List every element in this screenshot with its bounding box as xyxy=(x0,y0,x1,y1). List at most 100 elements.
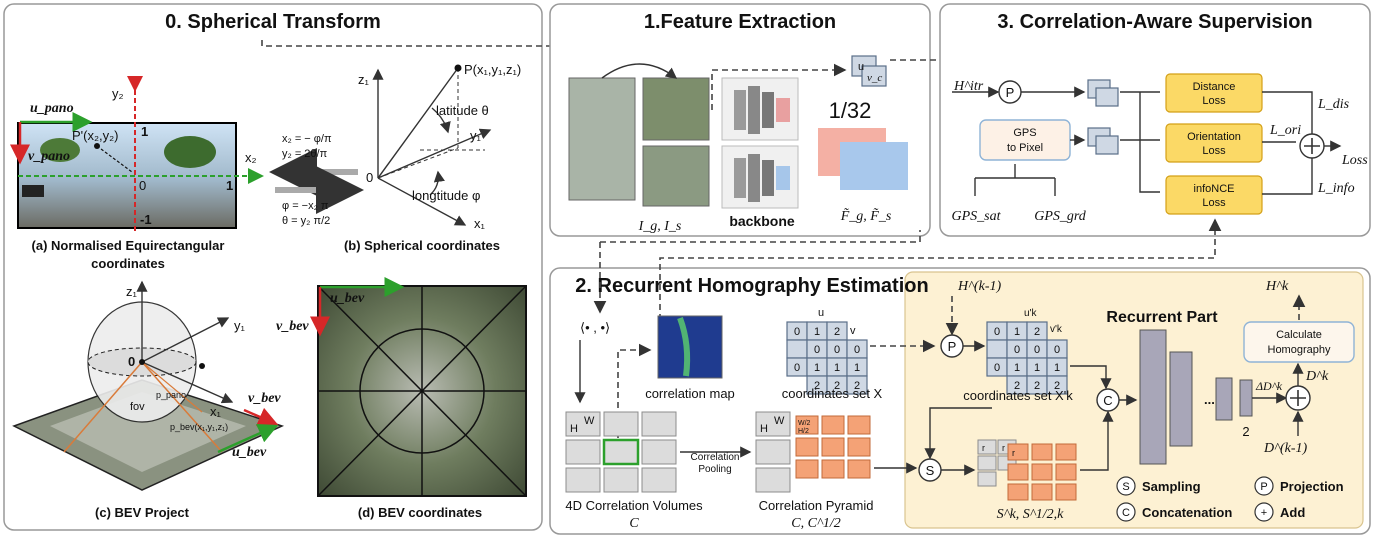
caption-d: (d) BEV coordinates xyxy=(358,505,482,520)
flow-corrmap-to-3 xyxy=(659,218,1222,330)
gx-r1-c0: 0 xyxy=(814,344,820,356)
origin-0-a: 0 xyxy=(139,178,146,193)
backbone-top xyxy=(721,77,799,141)
equirect-panorama xyxy=(10,76,264,232)
gk-r0-c0: 0 xyxy=(994,326,1000,338)
y1-label-b: y₁ xyxy=(470,128,482,143)
feature-map-sat xyxy=(840,142,908,190)
panel-0-title: 0. Spherical Transform xyxy=(165,11,381,33)
distance-loss-line1: Distance xyxy=(1193,81,1236,93)
h-itr-label: H^itr xyxy=(953,79,984,94)
l-info-label: L_info xyxy=(1317,181,1355,196)
scale-label: 1/32 xyxy=(829,98,872,123)
gk-r2-c3: 1 xyxy=(1054,362,1060,374)
correlation-volumes-grid xyxy=(565,411,677,493)
legend-c-icon xyxy=(1116,502,1136,522)
correlation-pyramid-grid xyxy=(755,411,871,493)
u-bev-label-c: u_bev xyxy=(232,445,267,460)
volumes-label: 4D Correlation Volumes xyxy=(565,498,703,513)
eq-phi: φ = −x₂ π xyxy=(282,200,329,212)
tick-neg-one: -1 xyxy=(140,212,152,227)
r-label-3: r xyxy=(1012,448,1015,458)
bev-projection-diagram xyxy=(12,280,285,491)
input-panorama-thumb xyxy=(568,77,636,201)
input-bev-thumb xyxy=(642,77,710,141)
calc-line2: Homography xyxy=(1268,344,1331,356)
gx-r3-c2: 2 xyxy=(854,380,860,392)
orientation-loss-line1: Orientation xyxy=(1187,131,1241,143)
eq-theta: θ = y₂ π/2 xyxy=(282,215,330,227)
sampling-node-label: S xyxy=(926,463,935,478)
x1-label-c: x₁ xyxy=(210,404,222,419)
y2-label: y₂ xyxy=(112,86,124,101)
gps-box-line2: to Pixel xyxy=(1007,142,1043,154)
gx-r2-c0: 0 xyxy=(794,362,800,374)
pooling-line1: Correlation xyxy=(691,452,740,463)
x2-label: x₂ xyxy=(245,150,257,165)
v-bev-label-c: v_bev xyxy=(248,391,281,406)
cv-w: W xyxy=(584,415,595,427)
infonce-loss-line2: Loss xyxy=(1202,197,1226,209)
calculate-homography-box xyxy=(1243,321,1355,363)
calc-line1: Calculate xyxy=(1276,329,1322,341)
z1-label-c: z₁ xyxy=(126,284,138,299)
tick-one-top: 1 xyxy=(141,124,148,139)
orientation-loss-line2: Loss xyxy=(1202,145,1226,157)
coordinates-grid-xk xyxy=(986,321,1068,395)
projection-node-2-label: P xyxy=(948,339,957,354)
gx-r1-c2: 0 xyxy=(854,344,860,356)
infonce-loss-line1: infoNCE xyxy=(1194,183,1235,195)
gps-box-line1: GPS xyxy=(1013,127,1036,139)
v-pano-label: v_pano xyxy=(28,149,70,164)
sampled-features xyxy=(977,439,1077,501)
orientation-loss-box xyxy=(1165,123,1263,163)
conv-layer-3 xyxy=(1215,377,1233,421)
legend-add-icon xyxy=(1254,502,1274,522)
l-ori-label: L_ori xyxy=(1269,123,1301,138)
spherical-axes xyxy=(372,64,492,226)
inner-product: ⟨• , •⟩ xyxy=(580,320,610,335)
projection-node-3-label: P xyxy=(1006,85,1015,100)
recurrent-part-title: Recurrent Part xyxy=(1106,309,1218,326)
caption-a-line2: coordinates xyxy=(91,256,165,271)
legend-projection: Projection xyxy=(1280,479,1344,494)
latitude-label: latitude θ xyxy=(436,103,489,118)
conv-layer-1 xyxy=(1139,329,1167,465)
panel-recurrent-homography: 2. Recurrent Homography Estimation Recur… xyxy=(549,218,1371,535)
cv-h: H xyxy=(570,423,578,435)
correlation-map-label: correlation map xyxy=(645,386,735,401)
uv-box-v xyxy=(861,65,887,87)
cp-h: H xyxy=(760,423,768,435)
total-loss-label: Loss xyxy=(1341,153,1368,168)
concat-node-label: C xyxy=(1103,393,1112,408)
gk-r2-c0: 0 xyxy=(994,362,1000,374)
pooling-line2: Pooling xyxy=(698,464,731,475)
delta-label: ΔD^k xyxy=(1255,379,1283,393)
gk-r3-c1: 2 xyxy=(1034,380,1040,392)
gps-grd-label: GPS_grd xyxy=(1034,209,1087,224)
distance-loss-box xyxy=(1165,73,1263,113)
spherical-transform-arrow xyxy=(601,63,678,79)
gx-r2-c1: 1 xyxy=(814,362,820,374)
r-label-1: r xyxy=(982,443,985,453)
p-prime-label: P'(x₂,y₂) xyxy=(72,128,119,143)
coordinates-xk-label: coordinates set X'k xyxy=(963,388,1073,403)
legend-add-glyph: + xyxy=(1261,507,1267,519)
p-label-b: P(x₁,y₁,z₁) xyxy=(464,62,521,77)
dk1-label: D^(k-1) xyxy=(1263,441,1308,456)
y1-label-c: y₁ xyxy=(234,318,246,333)
cp-w2: W/2 xyxy=(798,420,811,427)
u-bev-label-d: u_bev xyxy=(330,291,365,306)
gk-r1-c1: 0 xyxy=(1034,344,1040,356)
s-label: S^k, S^1/2,k xyxy=(997,507,1064,522)
p-pano-label: p_pano xyxy=(156,390,186,400)
cp-w: W xyxy=(774,415,785,427)
caption-c: (c) BEV Project xyxy=(95,505,190,520)
bev-image xyxy=(310,277,527,497)
grid-xk-u: u'k xyxy=(1024,308,1037,319)
gx-r2-c3: 1 xyxy=(854,362,860,374)
gx-r0-c0: 0 xyxy=(794,326,800,338)
z1-label-b: z₁ xyxy=(358,72,370,87)
grid-xk-v: v'k xyxy=(1050,324,1063,335)
